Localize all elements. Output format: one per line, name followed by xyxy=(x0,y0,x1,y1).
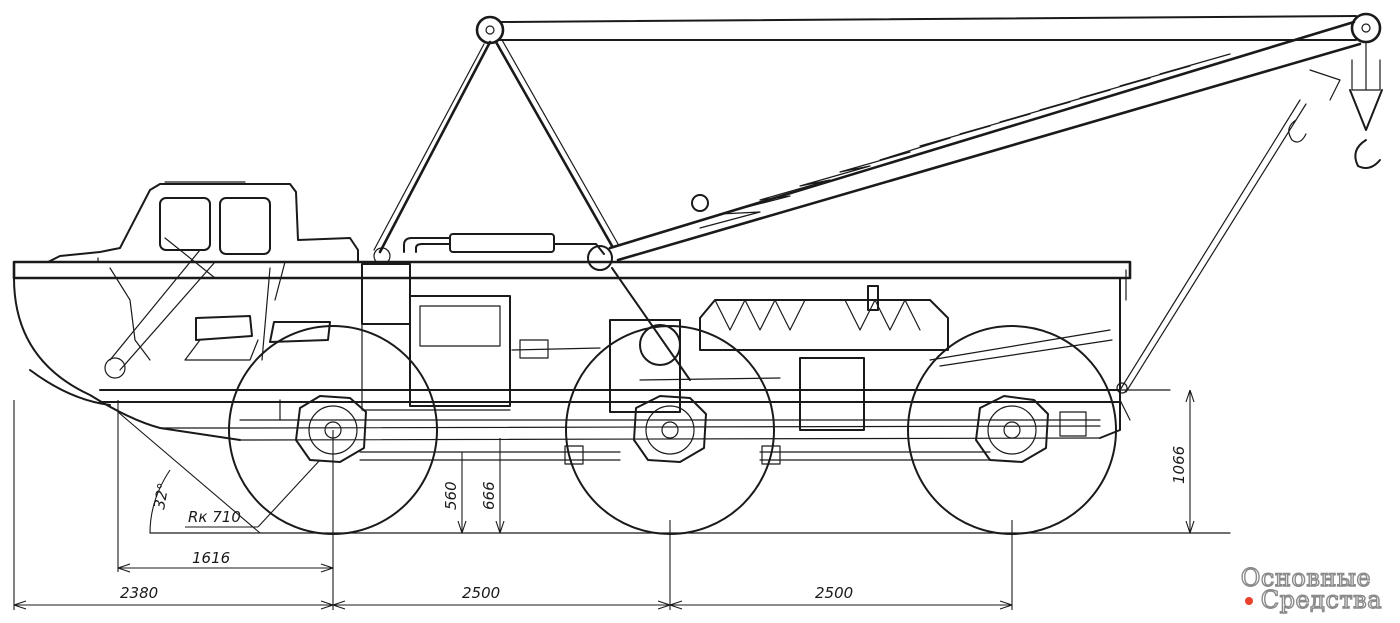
controls-and-seats xyxy=(104,237,331,379)
engine xyxy=(361,233,605,411)
suspension-arms xyxy=(279,395,1131,463)
hub-middle xyxy=(645,405,695,455)
dim-approach-angle: 32° xyxy=(150,481,172,510)
watermark-logo: Основные Средства xyxy=(1240,564,1382,614)
wheel-rear xyxy=(907,325,1117,535)
boom-lower-chord xyxy=(616,42,1362,262)
boom-head-pulley xyxy=(1350,12,1382,44)
cabin-window-front xyxy=(159,197,211,251)
dim-wheel-radius: Rк 710 xyxy=(188,508,241,526)
hoist-cable xyxy=(1119,99,1301,391)
wheel-middle xyxy=(565,325,775,535)
dimension-labels: 2380 2500 2500 1616 560 666 1066 Rк 710 … xyxy=(120,446,1188,602)
mast-pulley xyxy=(475,15,505,45)
cabin-window-rear xyxy=(219,197,271,255)
dim-axle-height: 560 xyxy=(442,481,460,510)
coupling xyxy=(519,339,549,359)
watermark-line-1: Основные xyxy=(1240,564,1372,592)
amphibious-hull xyxy=(12,260,1171,441)
watermark-line-2: Средства xyxy=(1241,586,1382,614)
engine-block xyxy=(409,295,511,407)
gearbox xyxy=(609,319,681,413)
mast-rear-strut xyxy=(378,40,492,254)
drivetrain xyxy=(239,285,1113,465)
hub-rear xyxy=(987,405,1037,455)
dim-wheelbase-2: 2500 xyxy=(815,584,853,602)
hook-small xyxy=(1288,119,1307,143)
winch-drum xyxy=(699,299,949,351)
cabin xyxy=(47,181,359,263)
engine-housing xyxy=(361,263,411,325)
boom-top-cable xyxy=(499,15,1357,23)
dim-hull-height: 666 xyxy=(480,481,498,510)
mast-front-strut xyxy=(494,40,614,248)
main-hook xyxy=(1354,139,1381,169)
dim-front-overhang: 2380 xyxy=(120,584,158,602)
dim-to-first-axle: 1616 xyxy=(192,549,230,567)
boom-pivot xyxy=(587,245,613,271)
boom-brace xyxy=(611,267,691,381)
transfer-case xyxy=(799,357,865,431)
dimension-lines xyxy=(13,389,1195,610)
watermark-line-2-text: Средства xyxy=(1260,586,1382,614)
watermark-dot-icon xyxy=(1244,597,1253,605)
exhaust-muffler xyxy=(449,233,555,253)
crane xyxy=(373,12,1383,394)
dim-rear-height: 1066 xyxy=(1170,446,1188,484)
dim-wheelbase-1: 2500 xyxy=(462,584,500,602)
